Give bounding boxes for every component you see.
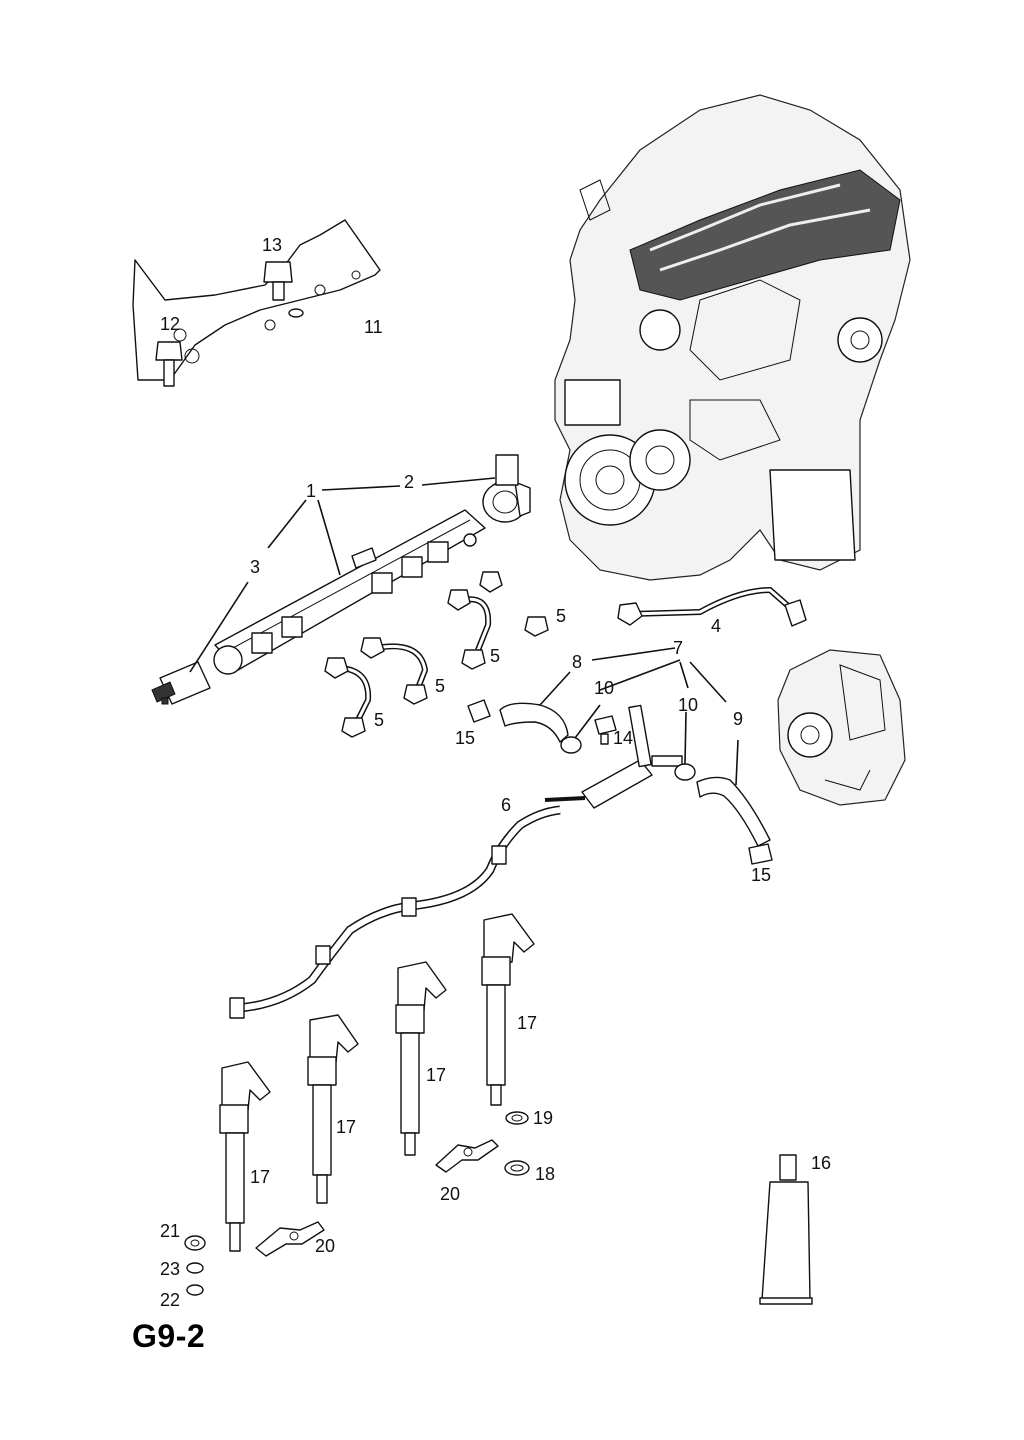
label-22: 22 — [160, 1290, 180, 1310]
label-8: 8 — [572, 652, 582, 672]
label-13: 13 — [262, 235, 282, 255]
label-11: 11 — [364, 317, 383, 337]
label-23: 23 — [160, 1259, 180, 1279]
label-15a: 15 — [455, 728, 475, 748]
label-5c: 5 — [435, 676, 445, 696]
pressure-sensor-part-3 — [151, 661, 211, 705]
return-hose-assembly — [467, 699, 773, 865]
injection-pipes-part-5 — [324, 571, 549, 738]
label-4: 4 — [711, 616, 721, 636]
label-5d: 5 — [374, 710, 384, 730]
label-2: 2 — [404, 472, 414, 492]
label-19: 19 — [533, 1108, 553, 1128]
small-parts — [184, 1111, 530, 1296]
leader-lines — [189, 477, 739, 786]
label-17b: 17 — [426, 1065, 446, 1085]
label-20b: 20 — [315, 1236, 335, 1256]
engine-illustration — [554, 94, 911, 581]
label-6: 6 — [501, 795, 511, 815]
label-15b: 15 — [751, 865, 771, 885]
label-17d: 17 — [250, 1167, 270, 1187]
label-20a: 20 — [440, 1184, 460, 1204]
label-12: 12 — [160, 314, 180, 334]
part-labels: 1 2 3 4 5 5 5 5 6 7 8 9 10 10 11 12 13 1… — [160, 235, 831, 1310]
bolt-part-13 — [263, 261, 304, 318]
leak-off-pipe-part-6 — [229, 805, 561, 1019]
label-17c: 17 — [336, 1117, 356, 1137]
fuel-rail-part-1 — [213, 509, 486, 675]
label-10a: 10 — [594, 678, 614, 698]
label-14: 14 — [613, 728, 633, 748]
sealant-tube-part-16 — [759, 1154, 813, 1305]
label-7: 7 — [673, 638, 683, 658]
label-1: 1 — [306, 481, 316, 501]
label-16: 16 — [811, 1153, 831, 1173]
label-17a: 17 — [517, 1013, 537, 1033]
label-5a: 5 — [556, 606, 566, 626]
pressure-valve-part-2 — [482, 454, 531, 523]
label-9: 9 — [733, 709, 743, 729]
bolt-part-12 — [155, 341, 183, 387]
label-18: 18 — [535, 1164, 555, 1184]
label-3: 3 — [250, 557, 260, 577]
page-reference-code: G9-2 — [132, 1318, 206, 1354]
fuel-pump-illustration — [777, 649, 906, 806]
fuel-pipe-part-4 — [617, 586, 807, 627]
label-10b: 10 — [678, 695, 698, 715]
label-5b: 5 — [490, 646, 500, 666]
label-21: 21 — [160, 1221, 180, 1241]
injectors-part-17 — [219, 913, 535, 1252]
